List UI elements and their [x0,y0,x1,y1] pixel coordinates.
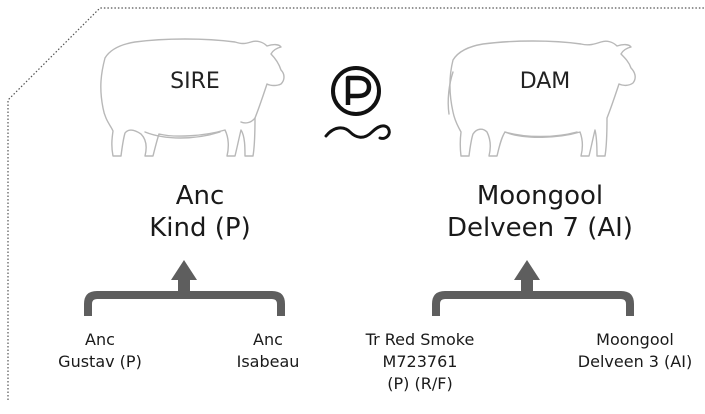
dam-parent-1-line2: M723761 [382,352,458,371]
dam-bracket-arrow [432,260,634,316]
sire-parent-1: Anc Gustav (P) [40,329,160,373]
dam-parent-1-line3: (P) (R/F) [387,374,453,393]
polled-p-icon [324,66,391,140]
dam-parent-1: Tr Red Smoke M723761 (P) (R/F) [350,329,490,395]
dam-parent-2: Moongool Delveen 3 (AI) [565,329,705,373]
sire-bracket-arrow [84,260,285,316]
sire-name-line2: Kind (P) [149,213,251,243]
sire-name-line1: Anc [175,181,225,211]
sire-label: SIRE [170,69,220,94]
sire-parent-1-line1: Anc [85,330,115,349]
sire-parent-2-line2: Isabeau [236,352,300,371]
sire-parent-1-line2: Gustav (P) [58,352,142,371]
sire-parent-2-line1: Anc [253,330,283,349]
dam-parent-2-line1: Moongool [596,330,674,349]
dam-parent-2-line2: Delveen 3 (AI) [577,352,693,371]
dam-cow-icon [447,40,636,157]
dam-label: DAM [519,69,571,94]
dam-name-line2: Delveen 7 (AI) [447,213,633,243]
dam-parent-1-line1: Tr Red Smoke [365,330,475,349]
sire-name: Anc Kind (P) [120,180,280,244]
dam-name: Moongool Delveen 7 (AI) [420,180,660,244]
dam-name-line1: Moongool [476,181,604,211]
sire-cow-icon [100,38,285,157]
sire-parent-2: Anc Isabeau [218,329,318,373]
